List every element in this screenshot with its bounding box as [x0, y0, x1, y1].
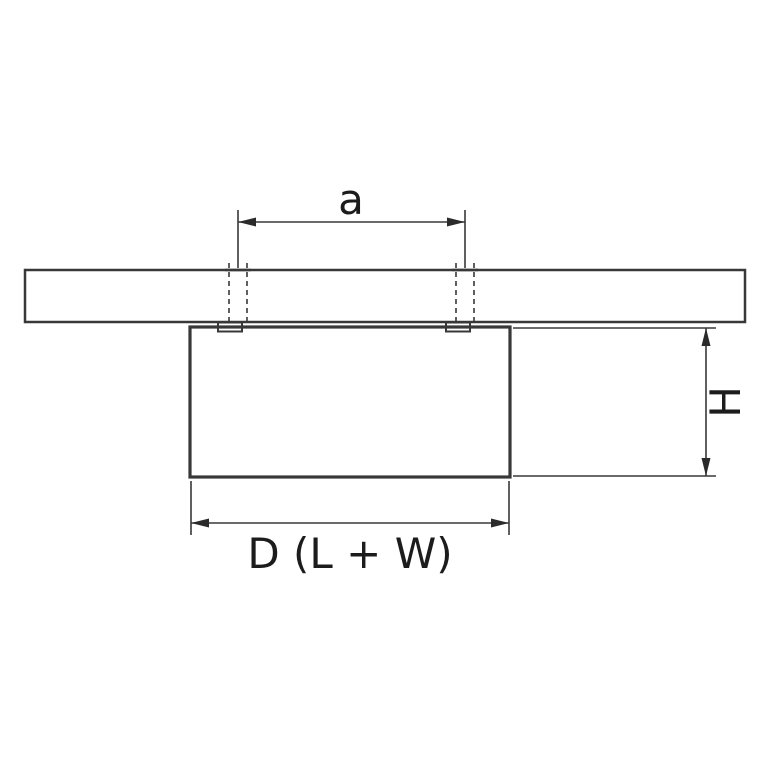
mounting-hole-left — [229, 272, 247, 320]
dimension-a-label: a — [338, 175, 364, 224]
dimension-d: D (L + W) — [190, 481, 510, 578]
dimension-h: H — [513, 327, 750, 477]
ceiling-section — [23, 268, 747, 324]
dimension-d-label: D (L + W) — [247, 529, 452, 578]
fixture-body — [188, 325, 512, 479]
dimension-h-label: H — [701, 386, 750, 418]
ceiling-section-bg — [25, 270, 745, 322]
mounting-tab-right — [445, 321, 471, 333]
mounting-tab-left — [217, 321, 243, 333]
mounting-hole-right — [456, 272, 474, 320]
dimension-a: a — [237, 175, 466, 268]
